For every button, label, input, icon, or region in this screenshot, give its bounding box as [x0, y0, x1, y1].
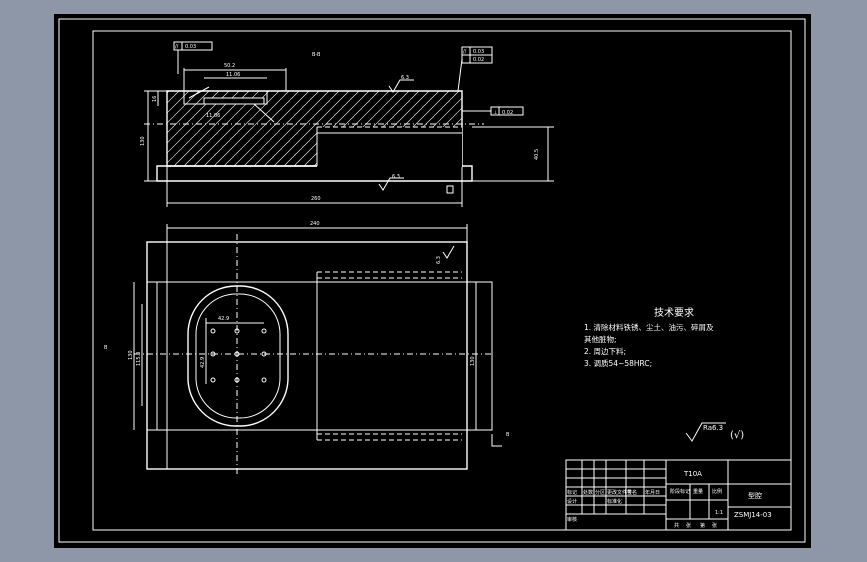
material-label: T10A: [683, 470, 702, 478]
cavity-outer: [187, 285, 289, 427]
svg-text:0.02: 0.02: [502, 110, 513, 116]
svg-text:设计: 设计: [567, 498, 577, 505]
svg-text:(√): (√): [730, 430, 744, 441]
svg-text://: //: [463, 49, 467, 55]
tech-req-line-3: 2. 周边下料;: [584, 346, 626, 356]
cad-drawing-viewport[interactable]: 260 40.5 130 16 50.2 11.06 11.06 B-B 6.3…: [54, 14, 811, 548]
section-mark-b: [491, 434, 502, 447]
tolerance-frame-parallel: // 0.03: [173, 41, 213, 74]
dim-left-small: 16: [152, 96, 158, 102]
section-view: 260 40.5 130 16 50.2 11.06 11.06 B-B 6.3…: [140, 41, 619, 207]
pocket-outline: [167, 90, 268, 105]
svg-text:6.3: 6.3: [392, 174, 400, 180]
datum-mark: [446, 185, 454, 194]
dim-right-height: 40.5: [534, 149, 540, 160]
hatch-line: [167, 91, 190, 166]
tech-req-line-1: 1. 清除材料铁锈、尘土、油污、碎屑及: [584, 322, 714, 332]
svg-text:6.3: 6.3: [401, 75, 409, 81]
tech-req-title: 技术要求: [654, 306, 694, 319]
svg-text:张: 张: [686, 522, 691, 529]
svg-text:115.0: 115.0: [136, 352, 142, 366]
hatch-line: [243, 91, 320, 166]
svg-text:第: 第: [700, 522, 705, 529]
base-flange: [156, 165, 473, 182]
hatch-line: [534, 91, 609, 166]
svg-text:重量: 重量: [693, 488, 703, 495]
svg-text:标记: 标记: [567, 489, 577, 496]
svg-text:年月日: 年月日: [645, 489, 660, 496]
drawing-border: [92, 30, 792, 531]
hatch-line: [494, 91, 569, 166]
tech-requirements: 技术要求 1. 清除材料铁锈、尘土、油污、碎屑及 其他脏物; 2. 周边下料; …: [584, 306, 714, 368]
cavity-inner: [195, 293, 281, 419]
hatch-line: [167, 91, 210, 166]
finish-note: Ra6.3 (√): [685, 422, 744, 442]
plan-view: 240 130 115.0 130 42.9 42.9 B B 6.3: [104, 221, 510, 476]
svg-text:B: B: [104, 345, 108, 351]
svg-text:共: 共: [674, 522, 679, 529]
svg-text:更改文件号: 更改文件号: [607, 489, 632, 496]
svg-text:0.02: 0.02: [473, 57, 484, 63]
plan-outline: [146, 241, 468, 470]
plan-inner: [156, 281, 493, 431]
dim-plan-width: 240: [310, 221, 320, 227]
hatch-line: [263, 91, 340, 166]
title-block: 标记 处数 分区 更改文件号 签名 年月日 设计 标准化 审核 阶段标记 重量 …: [565, 459, 792, 531]
svg-text:处数: 处数: [583, 489, 593, 496]
svg-text:130: 130: [470, 356, 476, 366]
roughness-bottom-icon: [378, 177, 404, 191]
roughness-note-icon: [685, 422, 726, 442]
svg-text:0.03: 0.03: [185, 44, 196, 50]
dim-left-height: 130: [140, 136, 146, 146]
hatch-line: [167, 91, 200, 166]
hatch-line: [273, 91, 350, 166]
drawing-number: ZSMJ14-03: [734, 511, 772, 519]
svg-text:签名: 签名: [627, 489, 637, 496]
hatch-line: [544, 91, 619, 166]
channel-void: [317, 127, 462, 167]
dim-hole-left: 11.06: [206, 113, 220, 119]
cad-drawing: 260 40.5 130 16 50.2 11.06 11.06 B-B 6.3…: [58, 18, 806, 543]
hatch-line: [233, 91, 310, 166]
svg-text:130: 130: [128, 350, 134, 360]
svg-text:42.9: 42.9: [200, 357, 206, 368]
hatch-line: [504, 91, 579, 166]
section-label: B-B: [312, 52, 321, 58]
part-name: 型腔: [748, 491, 762, 500]
pocket-cavity: [203, 97, 265, 105]
svg-text:Ra6.3: Ra6.3: [703, 424, 723, 432]
hatch-line: [464, 91, 539, 166]
tolerance-frame-datum: ⊥ 0.02: [462, 106, 524, 116]
svg-text:张: 张: [712, 522, 717, 529]
svg-text:标准化: 标准化: [607, 498, 622, 505]
svg-text:B: B: [506, 432, 510, 438]
dim-hole-top1: 50.2: [224, 63, 235, 69]
svg-text:0.03: 0.03: [473, 49, 484, 55]
hatch-line: [514, 91, 589, 166]
ejector-holes: [210, 328, 267, 383]
tech-req-line-4: 3. 调质54~58HRC;: [584, 358, 652, 368]
hatch-line: [253, 91, 330, 166]
svg-text:审核: 审核: [567, 516, 577, 523]
outer-frame: [58, 18, 806, 543]
svg-text:42.9: 42.9: [218, 316, 229, 322]
svg-text:比例: 比例: [712, 488, 722, 495]
svg-text:阶段标记: 阶段标记: [670, 488, 690, 495]
svg-text:6.3: 6.3: [436, 256, 442, 264]
roughness-plan-icon: [442, 245, 455, 259]
roughness-icon: [388, 79, 414, 93]
dim-hole-top2: 11.06: [226, 72, 240, 78]
hatch-line: [453, 91, 462, 166]
tech-req-line-2: 其他脏物;: [584, 334, 617, 344]
hatch-line: [223, 91, 300, 166]
dim-top-width: 260: [311, 196, 321, 202]
svg-text:分区: 分区: [595, 489, 605, 496]
hatch-line: [213, 91, 290, 166]
scale-value: 1:1: [715, 510, 723, 516]
svg-text:⊥: ⊥: [493, 110, 497, 116]
svg-text://: //: [175, 44, 179, 50]
hatch-line: [167, 91, 180, 166]
tolerance-frame-flat: // 0.03 0.02: [457, 46, 493, 92]
